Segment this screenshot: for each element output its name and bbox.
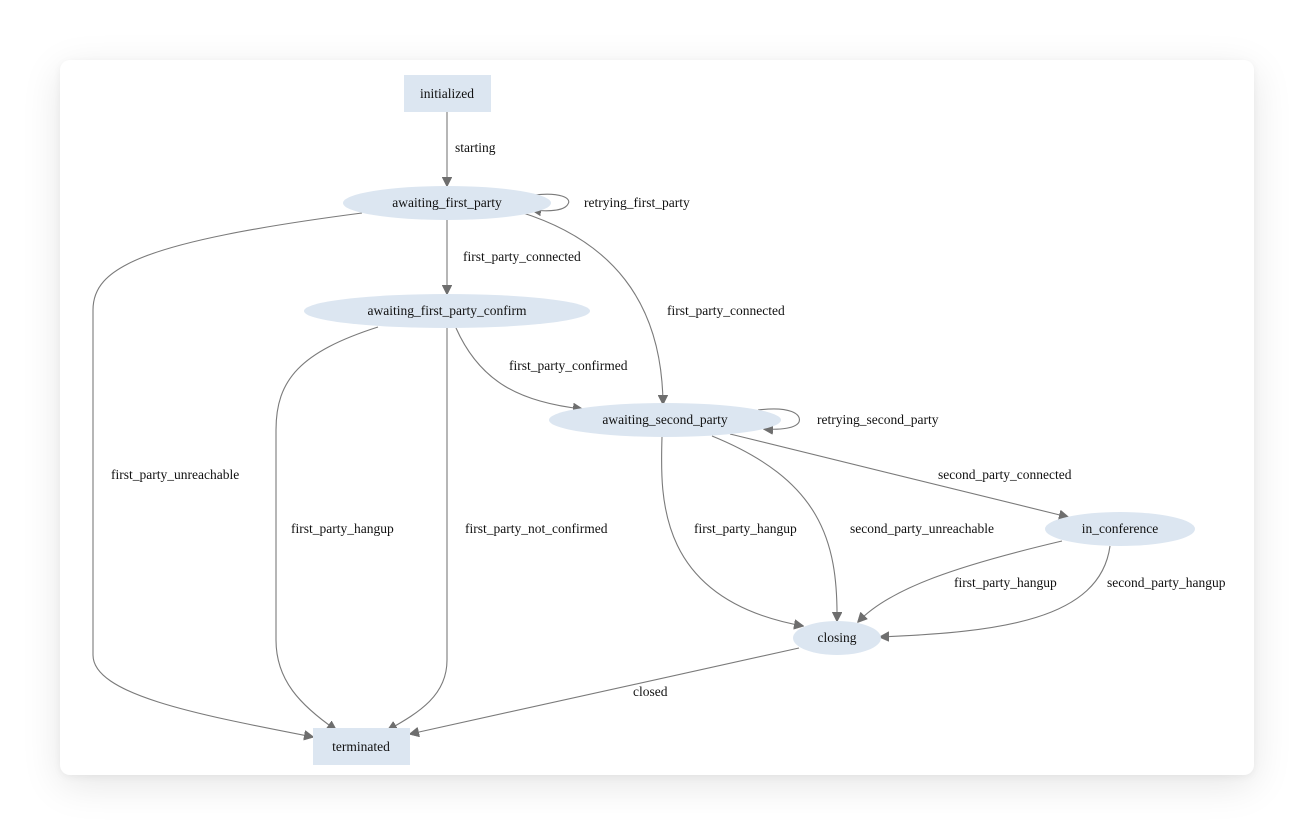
edge-first-party-hangup-from-conference (858, 540, 1063, 622)
edge-first-party-hangup-from-confirm (275, 326, 379, 730)
label-first-party-unreachable: first_party_unreachable (111, 467, 239, 482)
label-first-party-hangup-a: first_party_hangup (291, 521, 394, 536)
label-second-party-unreachable: second_party_unreachable (850, 521, 994, 536)
node-terminated[interactable]: terminated (313, 728, 410, 765)
label-starting: starting (455, 140, 496, 155)
label-first-party-hangup-b: first_party_hangup (694, 521, 797, 536)
node-label: initialized (420, 86, 474, 101)
edge-first-party-hangup-from-second (660, 436, 803, 626)
edge-first-party-unreachable (92, 212, 363, 737)
nodes: initialized awaiting_first_party awaitin… (304, 75, 1195, 765)
edge-labels: starting retrying_first_party first_part… (111, 140, 1226, 699)
node-label: terminated (332, 739, 390, 754)
edge-first-party-confirmed (455, 327, 582, 409)
label-closed: closed (633, 684, 668, 699)
node-closing[interactable]: closing (793, 621, 881, 655)
edge-first-party-connected-to-second (519, 211, 663, 404)
node-awaiting-first-party-confirm[interactable]: awaiting_first_party_confirm (304, 294, 590, 328)
edge-second-party-unreachable (711, 435, 837, 621)
node-awaiting-second-party[interactable]: awaiting_second_party (549, 403, 781, 437)
label-first-party-connected-b: first_party_connected (667, 303, 785, 318)
label-retrying-first-party: retrying_first_party (584, 195, 690, 210)
node-in-conference[interactable]: in_conference (1045, 512, 1195, 546)
edge-second-party-hangup (880, 545, 1111, 637)
label-first-party-connected-a: first_party_connected (463, 249, 581, 264)
node-label: awaiting_first_party (392, 195, 502, 210)
label-second-party-connected: second_party_connected (938, 467, 1072, 482)
label-first-party-not-confirmed: first_party_not_confirmed (465, 521, 608, 536)
edges (92, 112, 1111, 737)
node-label: closing (818, 630, 857, 645)
node-initialized[interactable]: initialized (404, 75, 491, 112)
label-retrying-second-party: retrying_second_party (817, 412, 939, 427)
node-label: in_conference (1082, 521, 1158, 536)
node-awaiting-first-party[interactable]: awaiting_first_party (343, 186, 551, 220)
label-first-party-hangup-c: first_party_hangup (954, 575, 1057, 590)
edge-closed (410, 647, 800, 734)
node-label: awaiting_first_party_confirm (368, 303, 527, 318)
node-label: awaiting_second_party (602, 412, 727, 427)
label-second-party-hangup: second_party_hangup (1107, 575, 1226, 590)
label-first-party-confirmed: first_party_confirmed (509, 358, 628, 373)
edge-second-party-connected (729, 433, 1068, 517)
edge-first-party-not-confirmed (388, 328, 448, 730)
edge-retrying-first-party (532, 193, 570, 211)
edge-retrying-second-party (757, 408, 800, 429)
